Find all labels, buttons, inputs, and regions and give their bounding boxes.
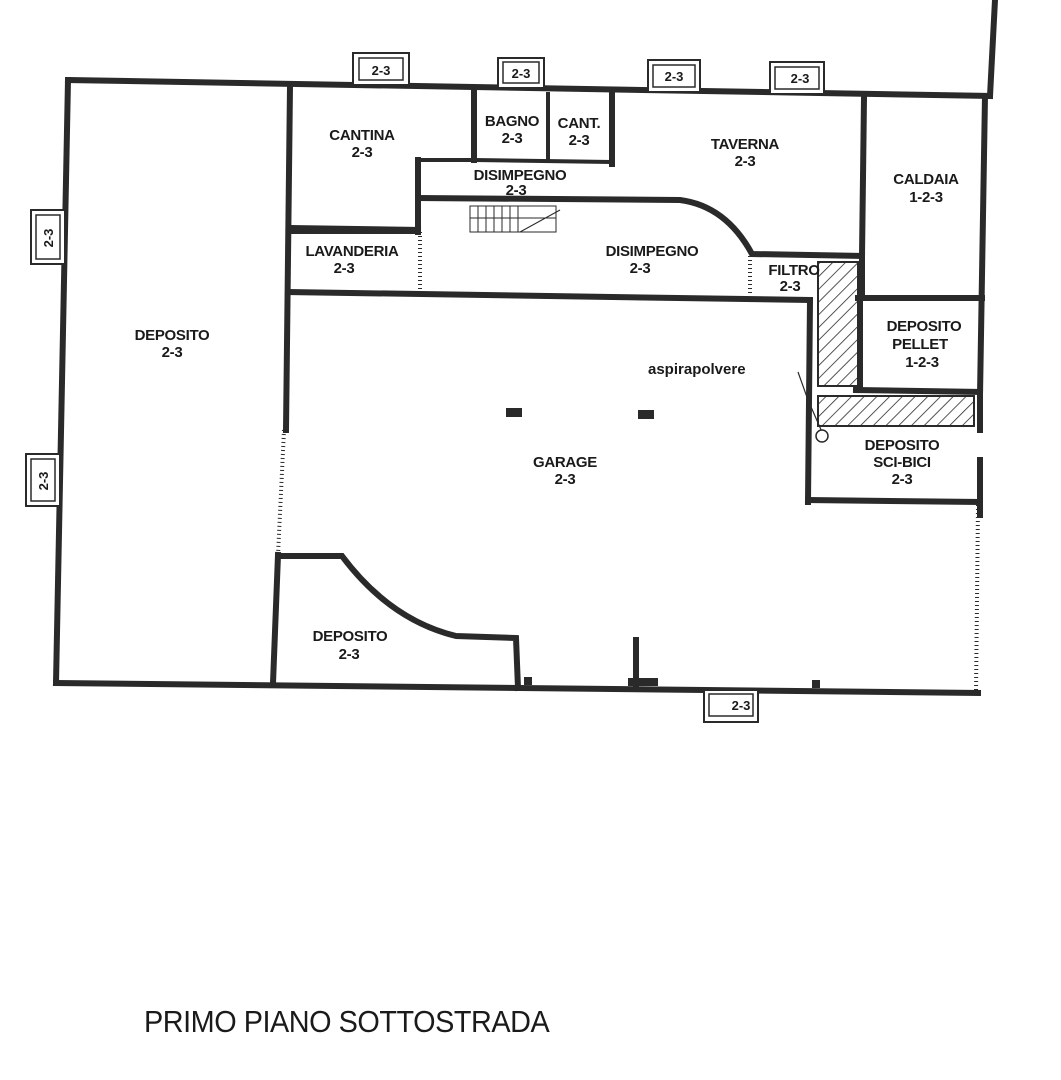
light-well-top-4: 2-3 <box>769 61 825 95</box>
light-well-bottom: 2-3 <box>703 689 759 723</box>
light-well-label: 2-3 <box>372 63 391 78</box>
room-filtro: FILTRO 2-3 <box>768 262 820 295</box>
room-code: 1-2-3 <box>909 189 943 206</box>
room-labels: DEPOSITO 2-3 CANTINA 2-3 BAGNO 2-3 CANT.… <box>135 113 963 663</box>
wall-bagno-bottom <box>473 158 613 164</box>
room-bagno: BAGNO 2-3 <box>485 113 540 147</box>
room-name: LAVANDERIA <box>305 243 399 260</box>
room-caldaia: CALDAIA 1-2-3 <box>893 171 959 206</box>
duct-horizontal <box>817 395 975 427</box>
room-code: 2-3 <box>334 260 355 277</box>
room-name: CALDAIA <box>893 171 959 188</box>
room-name: TAVERNA <box>711 136 780 153</box>
light-well-label: 2-3 <box>36 472 51 491</box>
room-code: 2-3 <box>569 132 590 149</box>
wall-right-caldaia <box>976 92 989 399</box>
wall-deposito-left-lower <box>269 551 282 687</box>
room-disimpegno-upper: DISIMPEGNO 2-3 <box>474 167 568 199</box>
light-well-top-3: 2-3 <box>647 59 701 93</box>
room-cant: CANT. 2-3 <box>558 115 601 149</box>
wall-garage-top <box>284 288 812 304</box>
aspirapolvere-indicator <box>797 371 829 443</box>
wall-deposito-left-mid <box>276 429 286 556</box>
room-name: FILTRO <box>768 262 820 279</box>
room-garage: GARAGE 2-3 <box>533 454 598 488</box>
room-name: GARAGE <box>533 454 597 471</box>
wall-right-top <box>986 0 999 100</box>
wall-cantina-bottom <box>286 224 422 234</box>
aspirapolvere-label: aspirapolvere <box>648 361 746 378</box>
room-deposito-sci-bici: DEPOSITO SCI-BICI 2-3 <box>865 437 941 488</box>
room-code: 2-3 <box>555 471 576 488</box>
light-well-label: 2-3 <box>665 69 684 84</box>
room-taverna: TAVERNA 2-3 <box>711 136 780 170</box>
room-name: DEPOSITO <box>865 437 940 454</box>
light-well-label: 2-3 <box>732 698 751 713</box>
room-code: 2-3 <box>352 144 373 161</box>
room-deposito-small: DEPOSITO 2-3 <box>313 628 389 663</box>
room-code: 2-3 <box>780 278 801 295</box>
wall-deposito-left-upper <box>282 82 294 434</box>
light-well-left-1: 2-3 <box>30 209 66 265</box>
room-code: 2-3 <box>339 646 360 663</box>
room-name: DEPOSITO <box>135 327 210 344</box>
room-name: DISIMPEGNO <box>606 243 699 260</box>
room-code: 2-3 <box>162 344 183 361</box>
room-name: BAGNO <box>485 113 540 130</box>
light-well-top-1: 2-3 <box>352 52 410 86</box>
light-well-top-2: 2-3 <box>497 57 545 89</box>
room-deposito-left: DEPOSITO 2-3 <box>135 327 211 361</box>
room-code: 2-3 <box>735 153 756 170</box>
wall-right-lower <box>974 504 980 694</box>
staircase <box>469 205 561 233</box>
garage-markers <box>506 408 820 688</box>
wall-taverna-right <box>858 94 868 260</box>
light-wells: 2-3 2-3 2-3 2-3 2-3 2-3 <box>25 52 825 723</box>
light-well-label: 2-3 <box>791 71 810 86</box>
wall-pellet-bottom <box>852 386 984 396</box>
room-code: 2-3 <box>892 471 913 488</box>
light-well-label: 2-3 <box>512 66 531 81</box>
room-code: 2-3 <box>630 260 651 277</box>
room-code: 2-3 <box>506 182 527 199</box>
wall-disimp-main-top <box>414 194 866 260</box>
page-title: PRIMO PIANO SOTTOSTRADA <box>144 1004 550 1039</box>
room-disimpegno-main: DISIMPEGNO 2-3 <box>606 243 700 277</box>
room-name: CANTINA <box>329 127 395 144</box>
wall-scibici-bottom <box>804 496 982 506</box>
room-name: DEPOSITO <box>887 318 962 335</box>
room-name-line2: PELLET <box>892 336 948 353</box>
room-cantina: CANTINA 2-3 <box>329 127 395 161</box>
duct-vertical <box>817 261 859 387</box>
room-name-line2: SCI-BICI <box>873 454 931 471</box>
room-name: CANT. <box>558 115 601 132</box>
room-name: DEPOSITO <box>313 628 388 645</box>
wall-left <box>52 76 72 687</box>
hatched-ducts <box>817 261 975 427</box>
room-deposito-pellet: DEPOSITO PELLET 1-2-3 <box>887 318 963 371</box>
room-name: DISIMPEGNO <box>474 167 567 184</box>
interior-walls <box>269 82 985 692</box>
light-well-label: 2-3 <box>41 229 56 248</box>
wall-deposito-small <box>275 553 522 692</box>
room-code: 2-3 <box>502 130 523 147</box>
room-code: 1-2-3 <box>905 354 939 371</box>
room-lavanderia: LAVANDERIA 2-3 <box>305 243 399 277</box>
light-well-left-2: 2-3 <box>25 453 61 507</box>
